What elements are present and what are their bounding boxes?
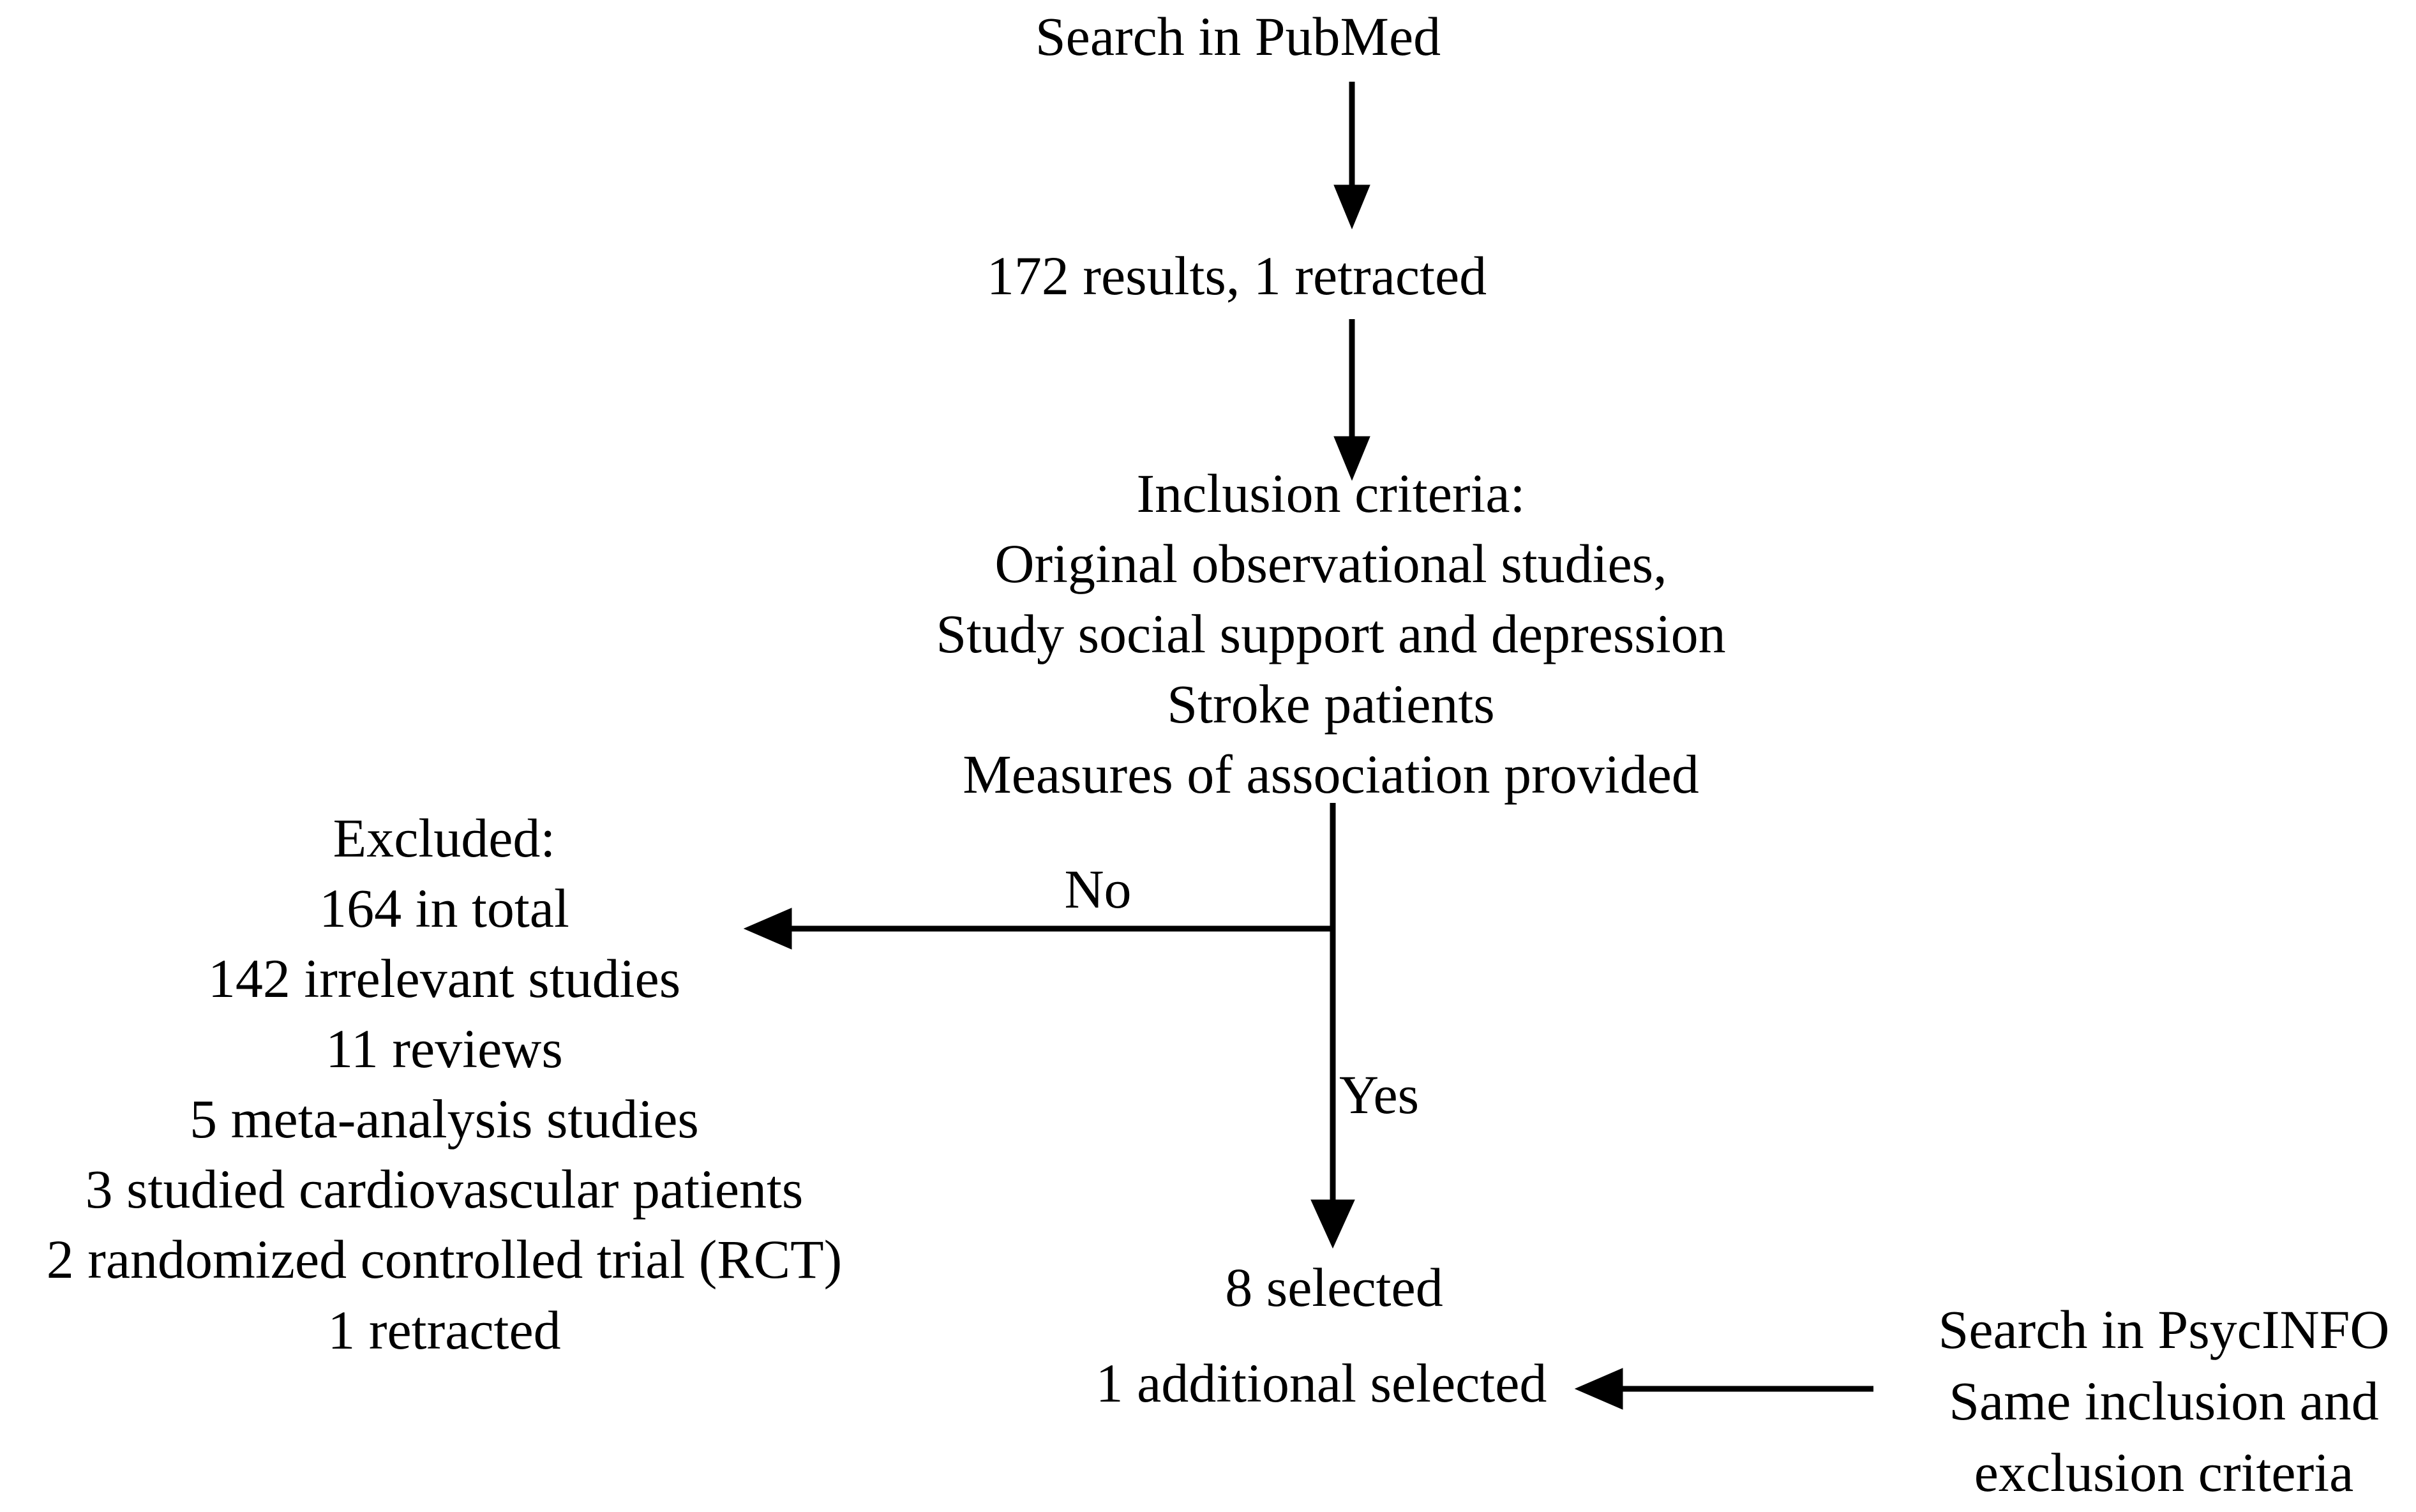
arrow-pubmed-to-results xyxy=(1333,82,1370,230)
inclusion-criterion-4: Measures of association provided xyxy=(963,744,1699,805)
excluded-reason-6: 2 randomized controlled trial (RCT) xyxy=(46,1229,843,1291)
inclusion-criterion-1: Original observational studies, xyxy=(994,533,1667,595)
node-selected: 8 selected xyxy=(1111,1252,1557,1322)
inclusion-criterion-3: Stroke patients xyxy=(1167,673,1495,735)
excluded-heading: Excluded: xyxy=(333,807,556,869)
node-search-pubmed: Search in PubMed xyxy=(0,1,2416,71)
psycinfo-line-3: exclusion criteria xyxy=(1974,1441,2354,1503)
node-inclusion-criteria: Inclusion criteria: Original observation… xyxy=(549,458,2113,809)
arrow-results-to-inclusion xyxy=(1333,319,1370,481)
excluded-reason-4: 5 meta-analysis studies xyxy=(190,1088,699,1150)
psycinfo-line-2: Same inclusion and xyxy=(1949,1370,2379,1432)
arrow-inclusion-to-selected xyxy=(1310,803,1355,1249)
node-selected-line-1: 8 selected xyxy=(1225,1257,1443,1318)
psycinfo-line-1: Search in PsycINFO xyxy=(1938,1299,2390,1360)
inclusion-heading: Inclusion criteria: xyxy=(1136,463,1526,524)
node-additional-selected: 1 additional selected xyxy=(1060,1348,1583,1418)
edge-label-yes: Yes xyxy=(1339,1064,1420,1125)
excluded-reason-3: 11 reviews xyxy=(326,1018,563,1080)
excluded-reason-7: 1 retracted xyxy=(327,1299,561,1361)
excluded-reason-1: 164 in total xyxy=(319,878,569,939)
node-results-line-1: 172 results, 1 retracted xyxy=(986,245,1487,306)
excluded-reason-5: 3 studied cardiovascular patients xyxy=(85,1158,804,1220)
arrow-psycinfo-to-additional xyxy=(1574,1368,1873,1410)
node-additional-line-1: 1 additional selected xyxy=(1095,1352,1547,1414)
node-results: 172 results, 1 retracted xyxy=(0,241,2416,311)
edge-label-no: No xyxy=(1064,858,1132,920)
excluded-reason-2: 142 irrelevant studies xyxy=(207,948,681,1010)
node-excluded: Excluded: 164 in total 142 irrelevant st… xyxy=(0,803,889,1365)
inclusion-criterion-2: Study social support and depression xyxy=(936,603,1726,665)
node-search-psycinfo: Search in PsycINFO Same inclusion and ex… xyxy=(1889,1294,2416,1508)
node-search-pubmed-line-1: Search in PubMed xyxy=(1035,6,1441,67)
